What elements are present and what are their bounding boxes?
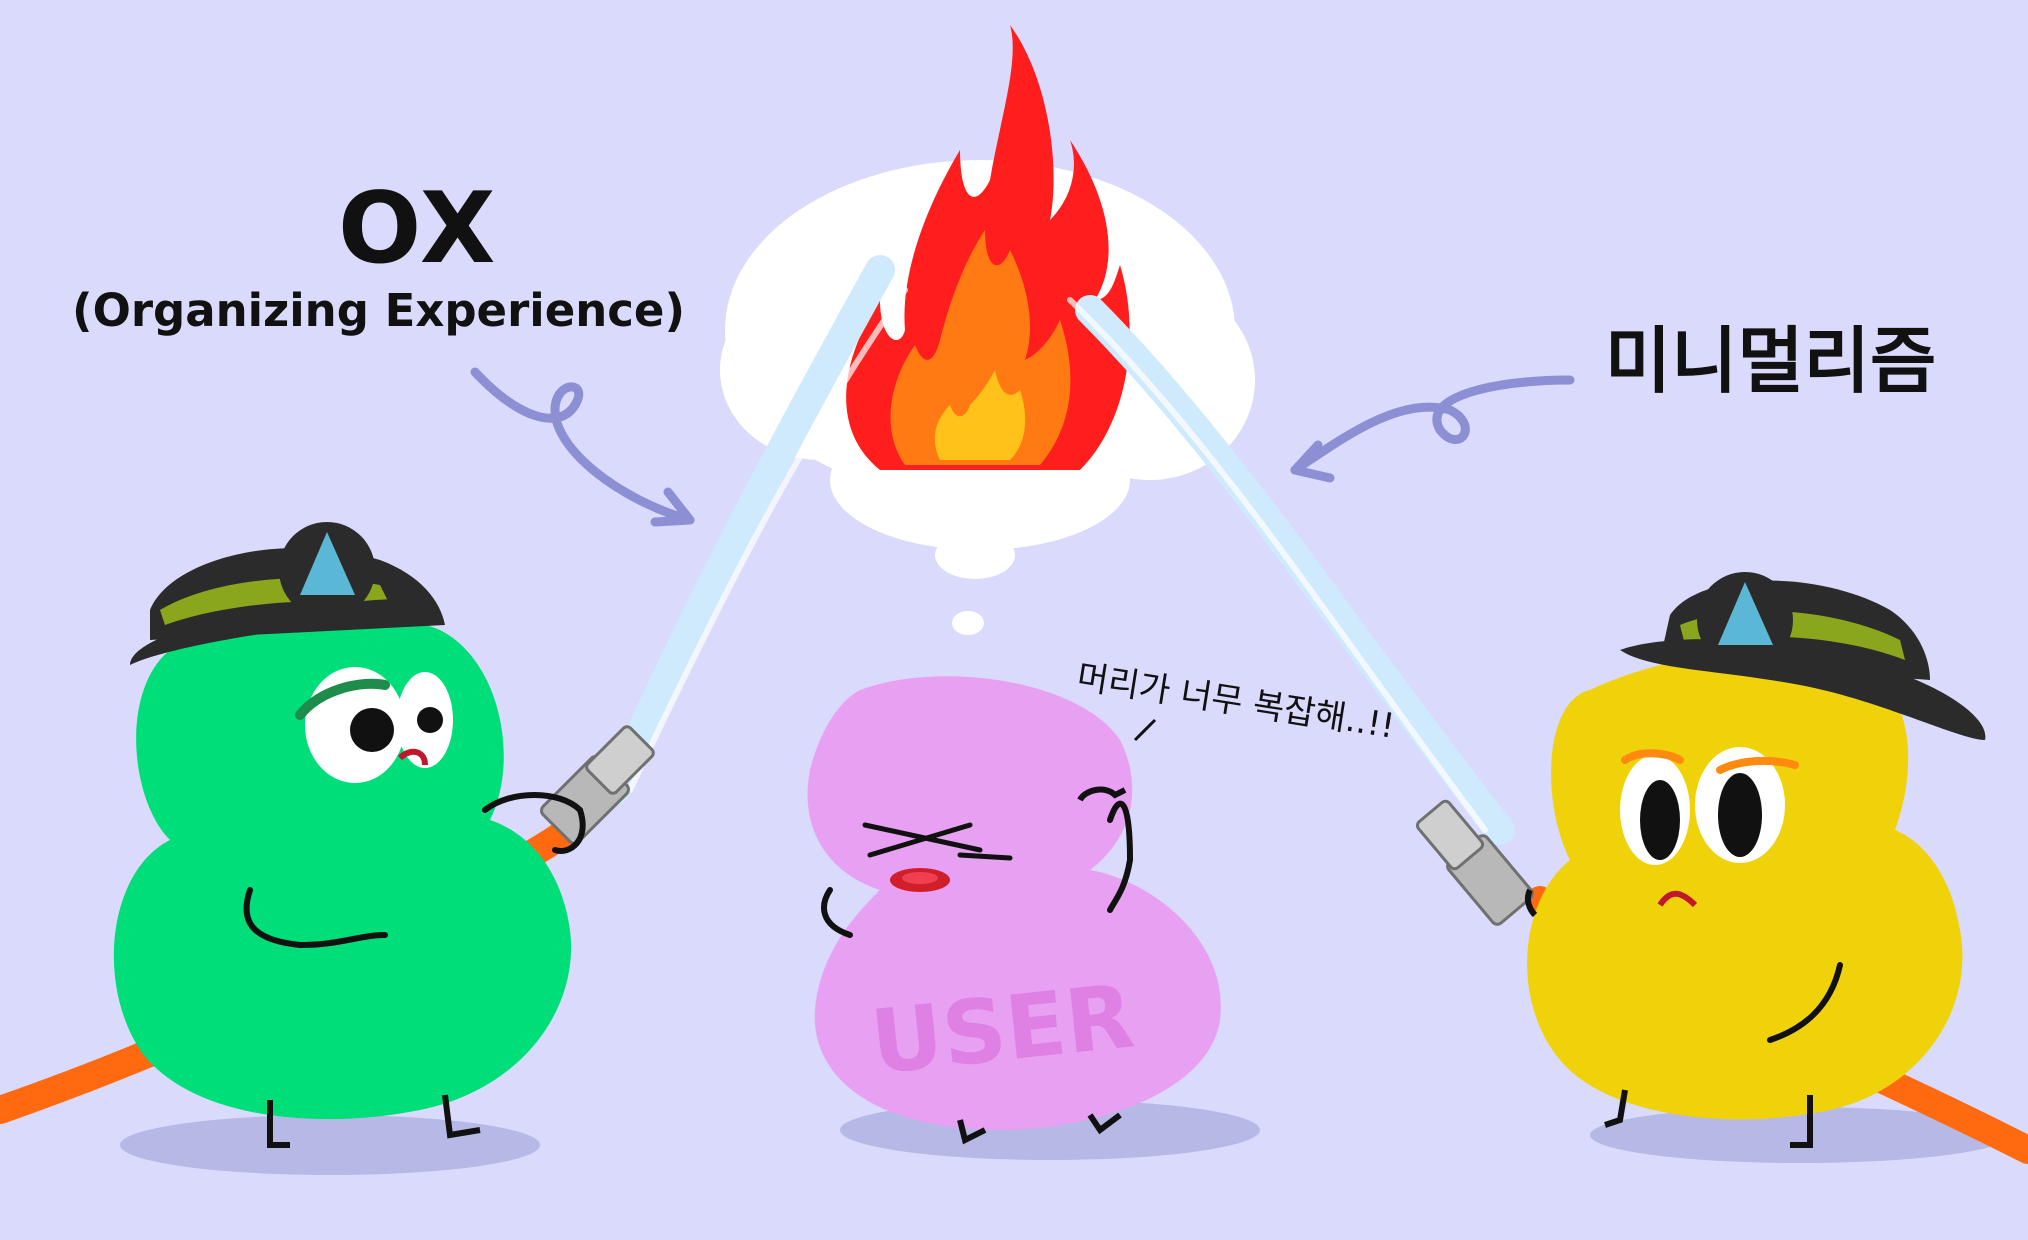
fire-icon [846,25,1130,470]
minimalism-label: 미니멀리즘 [1605,319,1937,403]
hose-nozzles [540,725,1534,926]
ground-shadows [120,1100,2010,1175]
ox-subtitle: (Organizing Experience) [72,284,686,337]
yellow-firefighter [1524,572,1986,1148]
ox-title: OX [338,172,498,286]
pink-user-character [807,676,1221,1145]
arrows [470,367,1575,527]
arrow-left-icon [470,367,695,525]
water-streams [600,255,1515,845]
arrow-right-icon [1290,375,1575,475]
triangle-logo-icon [300,532,355,595]
green-firefighter [113,522,586,1148]
triangle-logo-icon [1718,582,1773,645]
